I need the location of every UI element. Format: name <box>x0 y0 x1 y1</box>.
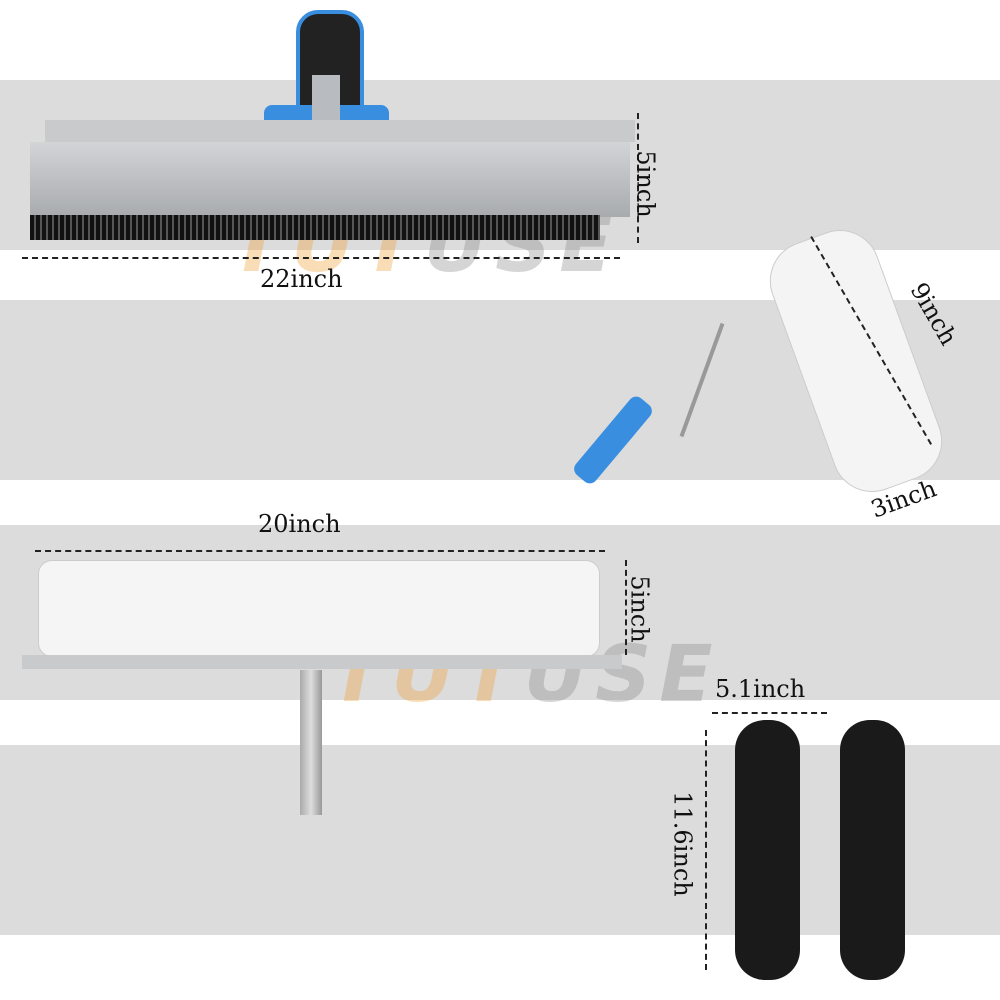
dimension-line <box>637 113 639 243</box>
dimension-line <box>22 257 620 259</box>
dimension-line <box>625 560 627 655</box>
trowel-height-label: 5inch <box>631 150 660 218</box>
large-roller-height-label: 5inch <box>625 575 654 643</box>
dimension-line <box>705 730 707 970</box>
shoes-width-label: 5.1inch <box>715 675 806 703</box>
background-band <box>0 745 1000 935</box>
dimension-line <box>712 712 827 714</box>
large-roller-width-label: 20inch <box>258 510 341 538</box>
shoes-length-label: 11.6inch <box>668 791 697 897</box>
trowel-width-label: 22inch <box>260 265 343 293</box>
dimension-line <box>35 550 605 552</box>
